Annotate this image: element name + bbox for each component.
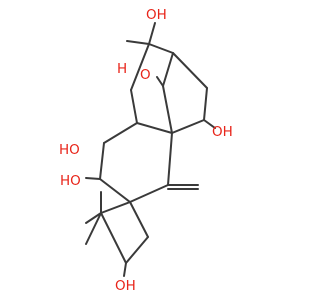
hydroxyl-label-bottom: OH: [115, 278, 136, 294]
bond: [130, 89, 138, 124]
bond: [125, 236, 149, 264]
bond: [126, 40, 150, 45]
molecule-structure: OH H O OH HO HO OH: [59, 7, 233, 294]
bond: [85, 177, 101, 180]
bond: [162, 52, 174, 87]
hydroxyl-label-bridge-h: H: [117, 61, 127, 77]
bond: [156, 76, 164, 87]
bond: [129, 201, 149, 238]
hydroxyl-label-mid: HO: [60, 173, 81, 189]
bond: [203, 87, 208, 121]
bond: [162, 85, 173, 134]
bond: [100, 212, 127, 264]
bond: [85, 212, 102, 224]
structure-canvas: OH H O OH HO HO OH: [59, 7, 233, 294]
bond: [99, 178, 131, 203]
bond: [148, 22, 156, 45]
bond: [123, 262, 127, 277]
bond: [172, 52, 208, 89]
bond: [100, 201, 131, 214]
bond: [130, 43, 150, 91]
atom-labels: OH H O OH HO HO OH: [59, 7, 233, 294]
bond: [99, 142, 105, 180]
bond: [129, 184, 169, 203]
bond: [136, 122, 173, 134]
bond: [203, 119, 216, 129]
hydroxyl-label-bridge-o: O: [140, 67, 151, 83]
hydroxyl-label-left: HO: [59, 142, 80, 158]
bond: [167, 132, 173, 186]
bond: [85, 212, 102, 245]
bond: [148, 43, 174, 54]
hydroxyl-label-top: OH: [146, 7, 167, 23]
bond-lines: [85, 22, 216, 277]
bond: [171, 119, 205, 134]
bond: [103, 122, 138, 144]
hydroxyl-label-right: OH: [212, 124, 233, 140]
